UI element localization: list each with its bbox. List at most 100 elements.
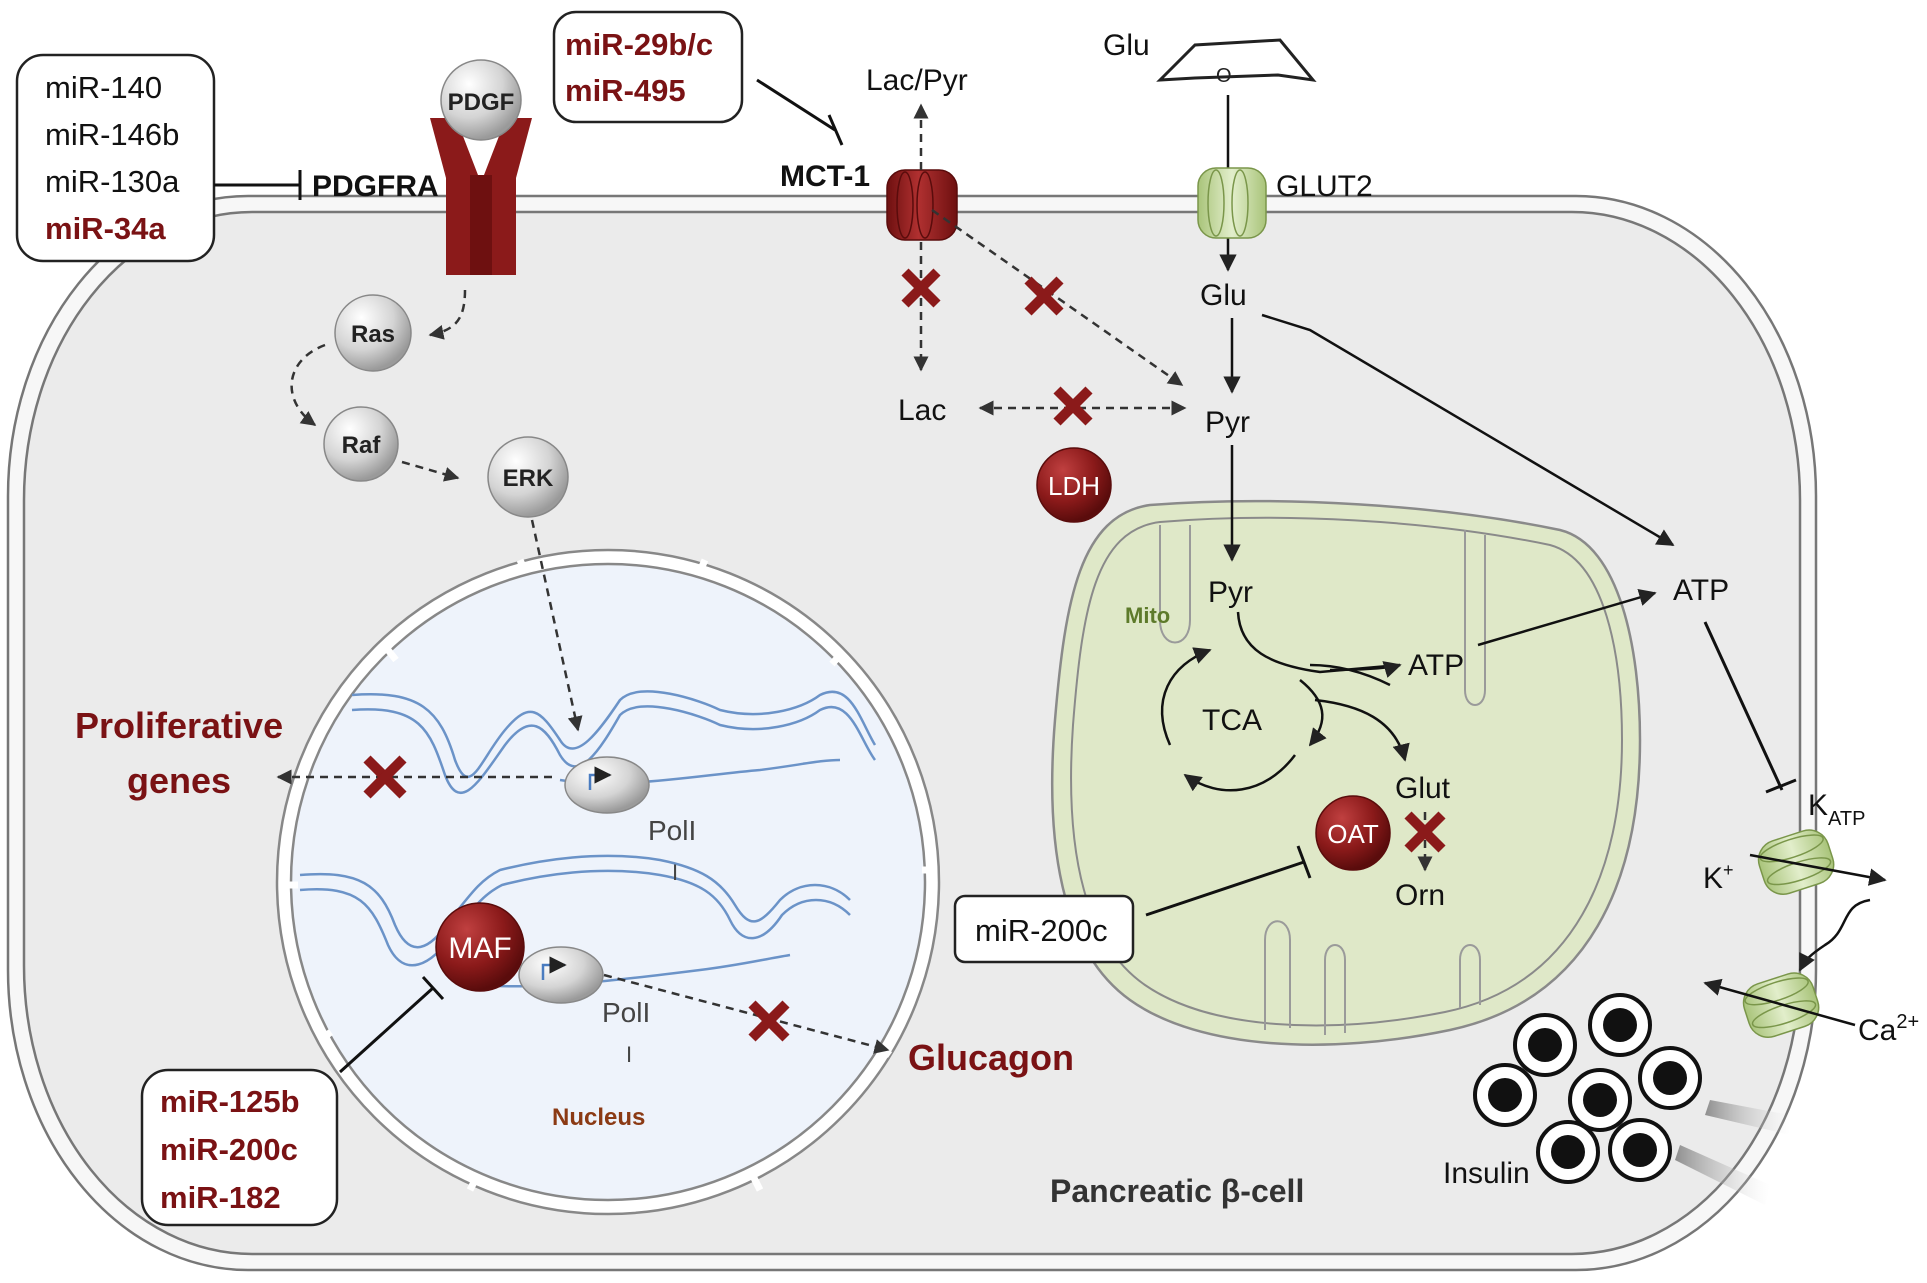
k-ion-label: K+: [1703, 860, 1734, 895]
tca-cycle: TCA: [1160, 647, 1327, 792]
svg-text:MAF: MAF: [448, 932, 511, 965]
inhibition-line: [338, 986, 435, 1074]
pol2-upper: PolI I: [564, 756, 696, 885]
inhibition-bar: [1765, 778, 1797, 794]
lac-pyr-label: Lac/Pyr: [866, 64, 968, 97]
svg-text:Raf: Raf: [342, 432, 382, 459]
insulin-label: Insulin: [1443, 1157, 1530, 1190]
svg-text:PolI: PolI: [602, 997, 650, 1028]
arrow-raf-to-erk: [401, 460, 460, 482]
arrow-k-efflux: [1749, 853, 1887, 886]
svg-text:ERK: ERK: [503, 465, 554, 492]
mirna-label: miR-125b: [160, 1084, 300, 1119]
mirna-label: miR-130a: [45, 164, 180, 199]
glucose-ring: O: [1156, 38, 1317, 87]
block-x-proliferative: [363, 755, 407, 799]
block-x-oat: [1404, 811, 1446, 853]
orn-label: Orn: [1395, 879, 1445, 912]
arrow-depolarization: [1798, 898, 1871, 972]
mito-pyr-label: Pyr: [1208, 576, 1253, 609]
mirna-box-maf: miR-125b miR-200c miR-182: [140, 1068, 339, 1227]
svg-text:Ras: Ras: [351, 321, 395, 348]
arrow-mct1-to-pyr: [931, 208, 1184, 387]
arrow-to-glucagon: [603, 973, 890, 1054]
lac-label: Lac: [898, 394, 946, 427]
block-x-glucagon: [748, 1000, 790, 1042]
atp-cyto-label: ATP: [1673, 574, 1729, 607]
ldh-node: LDH: [1036, 447, 1112, 523]
katp-channel: [1757, 829, 1835, 895]
svg-text:I: I: [672, 860, 678, 885]
pol2-lower: PolI I: [518, 946, 650, 1067]
tca-label: TCA: [1202, 704, 1262, 737]
insulin-granules: [1473, 993, 1702, 1184]
arrow-receptor-to-ras: [428, 289, 467, 340]
inhibition-line-atp-katp: [1703, 621, 1784, 791]
arrow-ras-to-raf: [290, 343, 326, 427]
pdgf-label: PDGF: [448, 89, 515, 116]
mct1-label: MCT-1: [780, 160, 870, 193]
glut-label: Glut: [1395, 772, 1451, 805]
erk-node: ERK: [487, 436, 569, 518]
arrow-ca-influx: [1703, 978, 1856, 1027]
svg-text:LDH: LDH: [1048, 471, 1100, 501]
mito-atp-label: ATP: [1408, 649, 1464, 682]
svg-text:O: O: [1216, 65, 1232, 87]
oat-node: OAT: [1315, 795, 1391, 871]
mirna-box-mct1: miR-29b/c miR-495: [552, 10, 744, 124]
mirna-label: miR-29b/c: [565, 27, 713, 62]
insulin-granule-core: [1551, 1135, 1585, 1169]
svg-text:PolI: PolI: [648, 815, 696, 846]
mirna-label: miR-200c: [160, 1132, 298, 1167]
pdgfra-label: PDGFRA: [312, 170, 439, 203]
mito-label: Mito: [1125, 603, 1170, 628]
insulin-exocytosis-rays: [1675, 1100, 1790, 1205]
glu-outside-label: Glu: [1103, 29, 1150, 62]
insulin-granule-core: [1488, 1078, 1522, 1112]
ca-ion-label: Ca2+: [1858, 1011, 1919, 1047]
arrow-glu-to-atp: [1261, 313, 1675, 547]
mirna-label: miR-182: [160, 1180, 281, 1215]
raf-node: Raf: [323, 406, 399, 482]
mirna-label: miR-146b: [45, 117, 179, 152]
mct1-transporter: [886, 169, 958, 241]
glut2-label: GLUT2: [1276, 170, 1373, 203]
arrow-tca-to-glut: [1314, 698, 1410, 762]
arrow-erk-to-nucleus: [530, 519, 583, 732]
inhibition-bar: [1296, 845, 1312, 879]
mirna-box-pdgfra: miR-140 miR-146b miR-130a miR-34a: [15, 53, 216, 263]
svg-text:I: I: [626, 1042, 632, 1067]
mirna-box-oat: miR-200c: [953, 894, 1135, 964]
mitochondrion: Mito: [1050, 499, 1642, 1046]
mirna-label: miR-140: [45, 70, 162, 105]
pdgf-receptor: [430, 118, 532, 275]
block-x-mct1-pyr: [1024, 276, 1064, 316]
glucagon-label: Glucagon: [908, 1037, 1074, 1078]
inhibition-line: [756, 78, 836, 132]
nucleus-label: Nucleus: [552, 1104, 645, 1131]
arrow-tca-to-atp: [1329, 661, 1402, 678]
block-x-mct1-lac: [901, 268, 941, 308]
block-x-ldh: [1053, 386, 1093, 426]
insulin-granule-core: [1653, 1061, 1687, 1095]
arrow-mito-atp-to-cyto: [1477, 589, 1657, 647]
glu-inside-label: Glu: [1200, 279, 1247, 312]
cell-type-label: Pancreatic β-cell: [1050, 1173, 1304, 1209]
mirna-label: miR-34a: [45, 211, 166, 246]
insulin-granule-core: [1583, 1083, 1617, 1117]
pyr-cyto-label: Pyr: [1205, 406, 1250, 439]
katp-label: KATP: [1808, 789, 1865, 830]
insulin-granule-core: [1528, 1028, 1562, 1062]
inhibition-bar: [421, 975, 445, 1001]
proliferative-genes-label: genes: [127, 760, 231, 801]
insulin-granule-core: [1603, 1008, 1637, 1042]
ras-node: Ras: [334, 294, 412, 372]
mirna-label: miR-495: [565, 73, 686, 108]
inhibition-bar: [827, 114, 844, 146]
mirna-label: miR-200c: [975, 913, 1108, 948]
nucleus: [275, 548, 941, 1216]
proliferative-genes-label: Proliferative: [75, 705, 283, 746]
svg-text:OAT: OAT: [1327, 819, 1379, 849]
